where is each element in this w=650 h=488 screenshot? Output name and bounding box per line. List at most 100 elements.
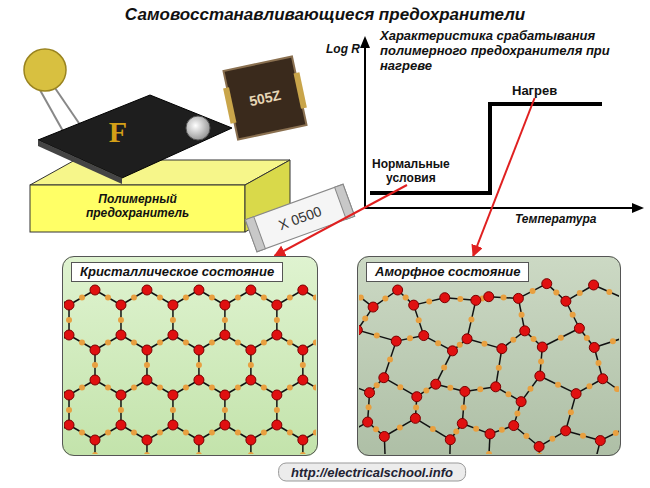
bond-dot — [313, 295, 316, 301]
atom-dot — [168, 300, 178, 310]
atom-dot — [561, 426, 571, 436]
bond-dot — [313, 340, 316, 346]
atom-dot — [116, 330, 126, 340]
atom-dot — [90, 285, 100, 295]
bond-dot — [261, 385, 267, 391]
bond-dot — [170, 317, 176, 323]
bond-dot — [523, 433, 529, 439]
bond-dot — [397, 424, 403, 430]
bond-dot — [105, 385, 111, 391]
white-fuse-cap — [245, 217, 265, 252]
atom-dot — [520, 326, 530, 336]
atom-dot — [595, 436, 605, 446]
bond-dot — [441, 365, 447, 371]
atom-dot — [589, 280, 599, 290]
bond-dot — [613, 430, 619, 436]
atom-dot — [393, 285, 403, 295]
bond-dot — [416, 317, 422, 323]
bond-dot — [235, 385, 241, 391]
atom-dot — [460, 386, 470, 396]
bond-dot — [209, 340, 215, 346]
atom-dot — [410, 413, 420, 423]
device-block: Полимерный предохранитель — [30, 192, 245, 220]
bond-dot — [248, 362, 254, 368]
bond-dot — [359, 295, 364, 301]
bond-dot — [555, 382, 561, 388]
bond-dot — [362, 316, 368, 322]
bond-dot — [131, 295, 137, 301]
bond-dot — [131, 385, 137, 391]
bond-dot — [209, 385, 215, 391]
atom-dot — [542, 279, 552, 289]
axis-label: Log R — [326, 42, 360, 56]
axis-arrow — [360, 36, 370, 48]
bond-dot — [183, 385, 189, 391]
atom-dot — [365, 388, 375, 398]
atom-dot — [409, 300, 419, 310]
atom-dot — [194, 285, 204, 295]
atom-dot — [64, 300, 74, 310]
bond-dot — [144, 362, 150, 368]
bond-dot — [568, 409, 574, 415]
bond-dot — [287, 385, 293, 391]
state-label: Нагрев — [512, 84, 557, 98]
atom-dot — [391, 336, 401, 346]
atom-dot — [142, 435, 152, 445]
atom-dot — [484, 292, 494, 302]
bond-dot — [235, 430, 241, 436]
node-text: Нормальные условия — [372, 157, 450, 185]
bond-dot — [105, 430, 111, 436]
chip-contact — [294, 72, 307, 108]
atom-dot — [363, 417, 373, 427]
bond-dot — [222, 317, 228, 323]
bond-dot — [519, 312, 525, 318]
bond-dot — [423, 387, 429, 393]
atom-dot — [535, 371, 545, 381]
bond-dot — [570, 312, 576, 318]
bond-dot — [157, 430, 163, 436]
atom-dot — [457, 418, 467, 428]
atom-dot — [513, 293, 523, 303]
atom-dot — [445, 435, 455, 445]
bond-dot — [505, 391, 511, 397]
bond-dot — [66, 317, 72, 323]
chip-body — [223, 56, 306, 139]
bond-dot — [261, 340, 267, 346]
atom-dot — [491, 382, 501, 392]
bond-dot — [527, 386, 533, 392]
bond-dot — [287, 340, 293, 346]
bond-dot — [558, 335, 564, 341]
state-panel: Аморфное состояние — [357, 256, 621, 456]
atom-dot — [561, 296, 571, 306]
bond-dot — [183, 295, 189, 301]
bond-dot — [403, 295, 409, 301]
atom-dot — [272, 390, 282, 400]
atom-dot — [379, 431, 389, 441]
chip-fuse — [220, 56, 311, 141]
bond-dot — [538, 359, 544, 365]
bond-dot — [407, 335, 413, 341]
disc-fuse — [24, 49, 66, 91]
bond-dot — [287, 295, 293, 301]
bond-line — [436, 351, 453, 384]
atom-dot — [412, 392, 422, 402]
bond-dot — [584, 335, 590, 341]
bond-dot — [481, 341, 487, 347]
state-panel: Кристаллическое состояние — [62, 256, 318, 456]
smd-fuse-body — [38, 95, 232, 178]
y-axis — [364, 44, 366, 208]
bond-dot — [300, 452, 306, 454]
x-axis — [365, 207, 636, 209]
atom-dot — [447, 346, 457, 356]
bond-dot — [577, 290, 583, 296]
bond-dot — [413, 405, 419, 411]
bond-dot — [79, 385, 85, 391]
atom-dot — [168, 420, 178, 430]
atom-dot — [598, 374, 608, 384]
bond-dot — [447, 385, 453, 391]
atom-dot — [419, 331, 429, 341]
bond-dot — [468, 317, 474, 323]
atom-dot — [359, 325, 362, 335]
bond-dot — [300, 362, 306, 368]
atom-dot — [368, 302, 378, 312]
